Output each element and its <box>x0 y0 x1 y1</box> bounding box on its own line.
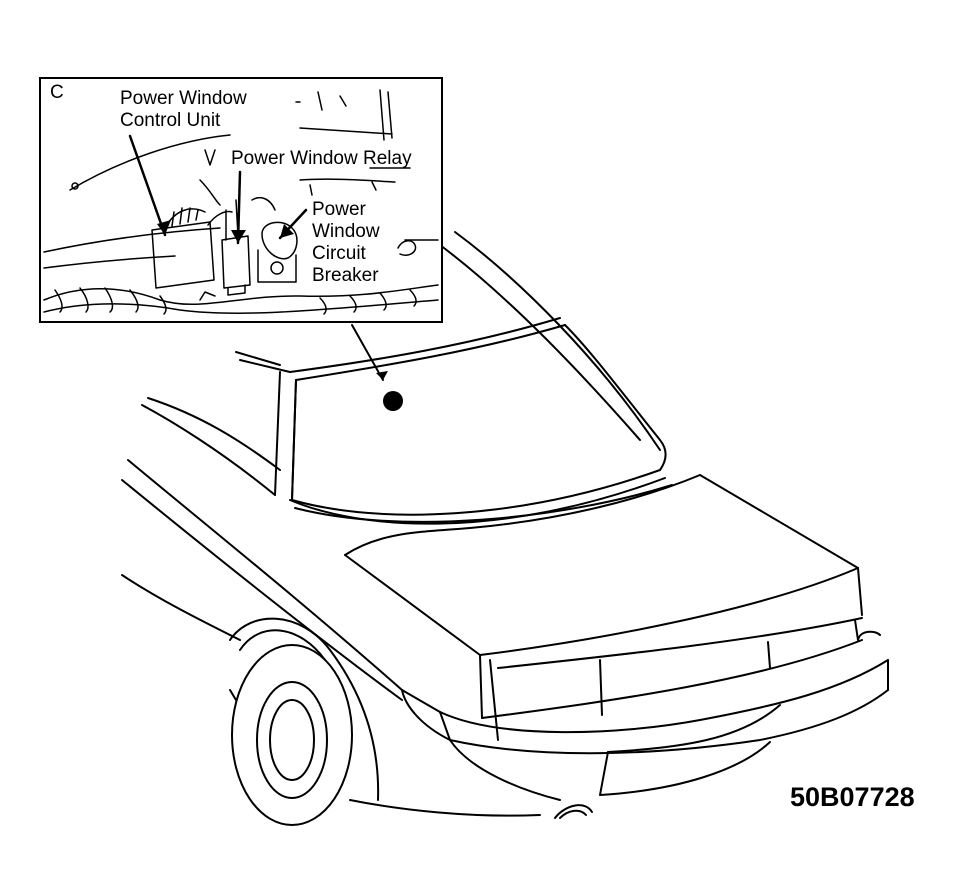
inset-view-letter: C <box>50 82 64 103</box>
inset-leaders <box>128 134 308 245</box>
label-control-unit: Power Window Control Unit <box>120 88 247 132</box>
inset-sketch <box>43 89 439 315</box>
label-control-unit-line2: Control Unit <box>120 110 221 131</box>
leader-line <box>351 324 384 381</box>
location-dot <box>383 391 403 411</box>
label-circuit-breaker-line4: Breaker <box>312 265 379 286</box>
inset-frame <box>39 77 443 323</box>
label-relay: Power Window Relay <box>231 148 412 169</box>
leader-arrowhead <box>376 371 388 380</box>
label-circuit-breaker-line2: Window <box>312 221 380 242</box>
label-circuit-breaker-line3: Circuit <box>312 243 366 264</box>
label-control-unit-line1: Power Window <box>120 88 247 109</box>
figure-code: 50B07728 <box>790 782 915 812</box>
label-circuit-breaker-line1: Power <box>312 199 366 220</box>
car-body <box>121 231 889 826</box>
label-circuit-breaker: Power Window Circuit Breaker <box>312 199 380 287</box>
